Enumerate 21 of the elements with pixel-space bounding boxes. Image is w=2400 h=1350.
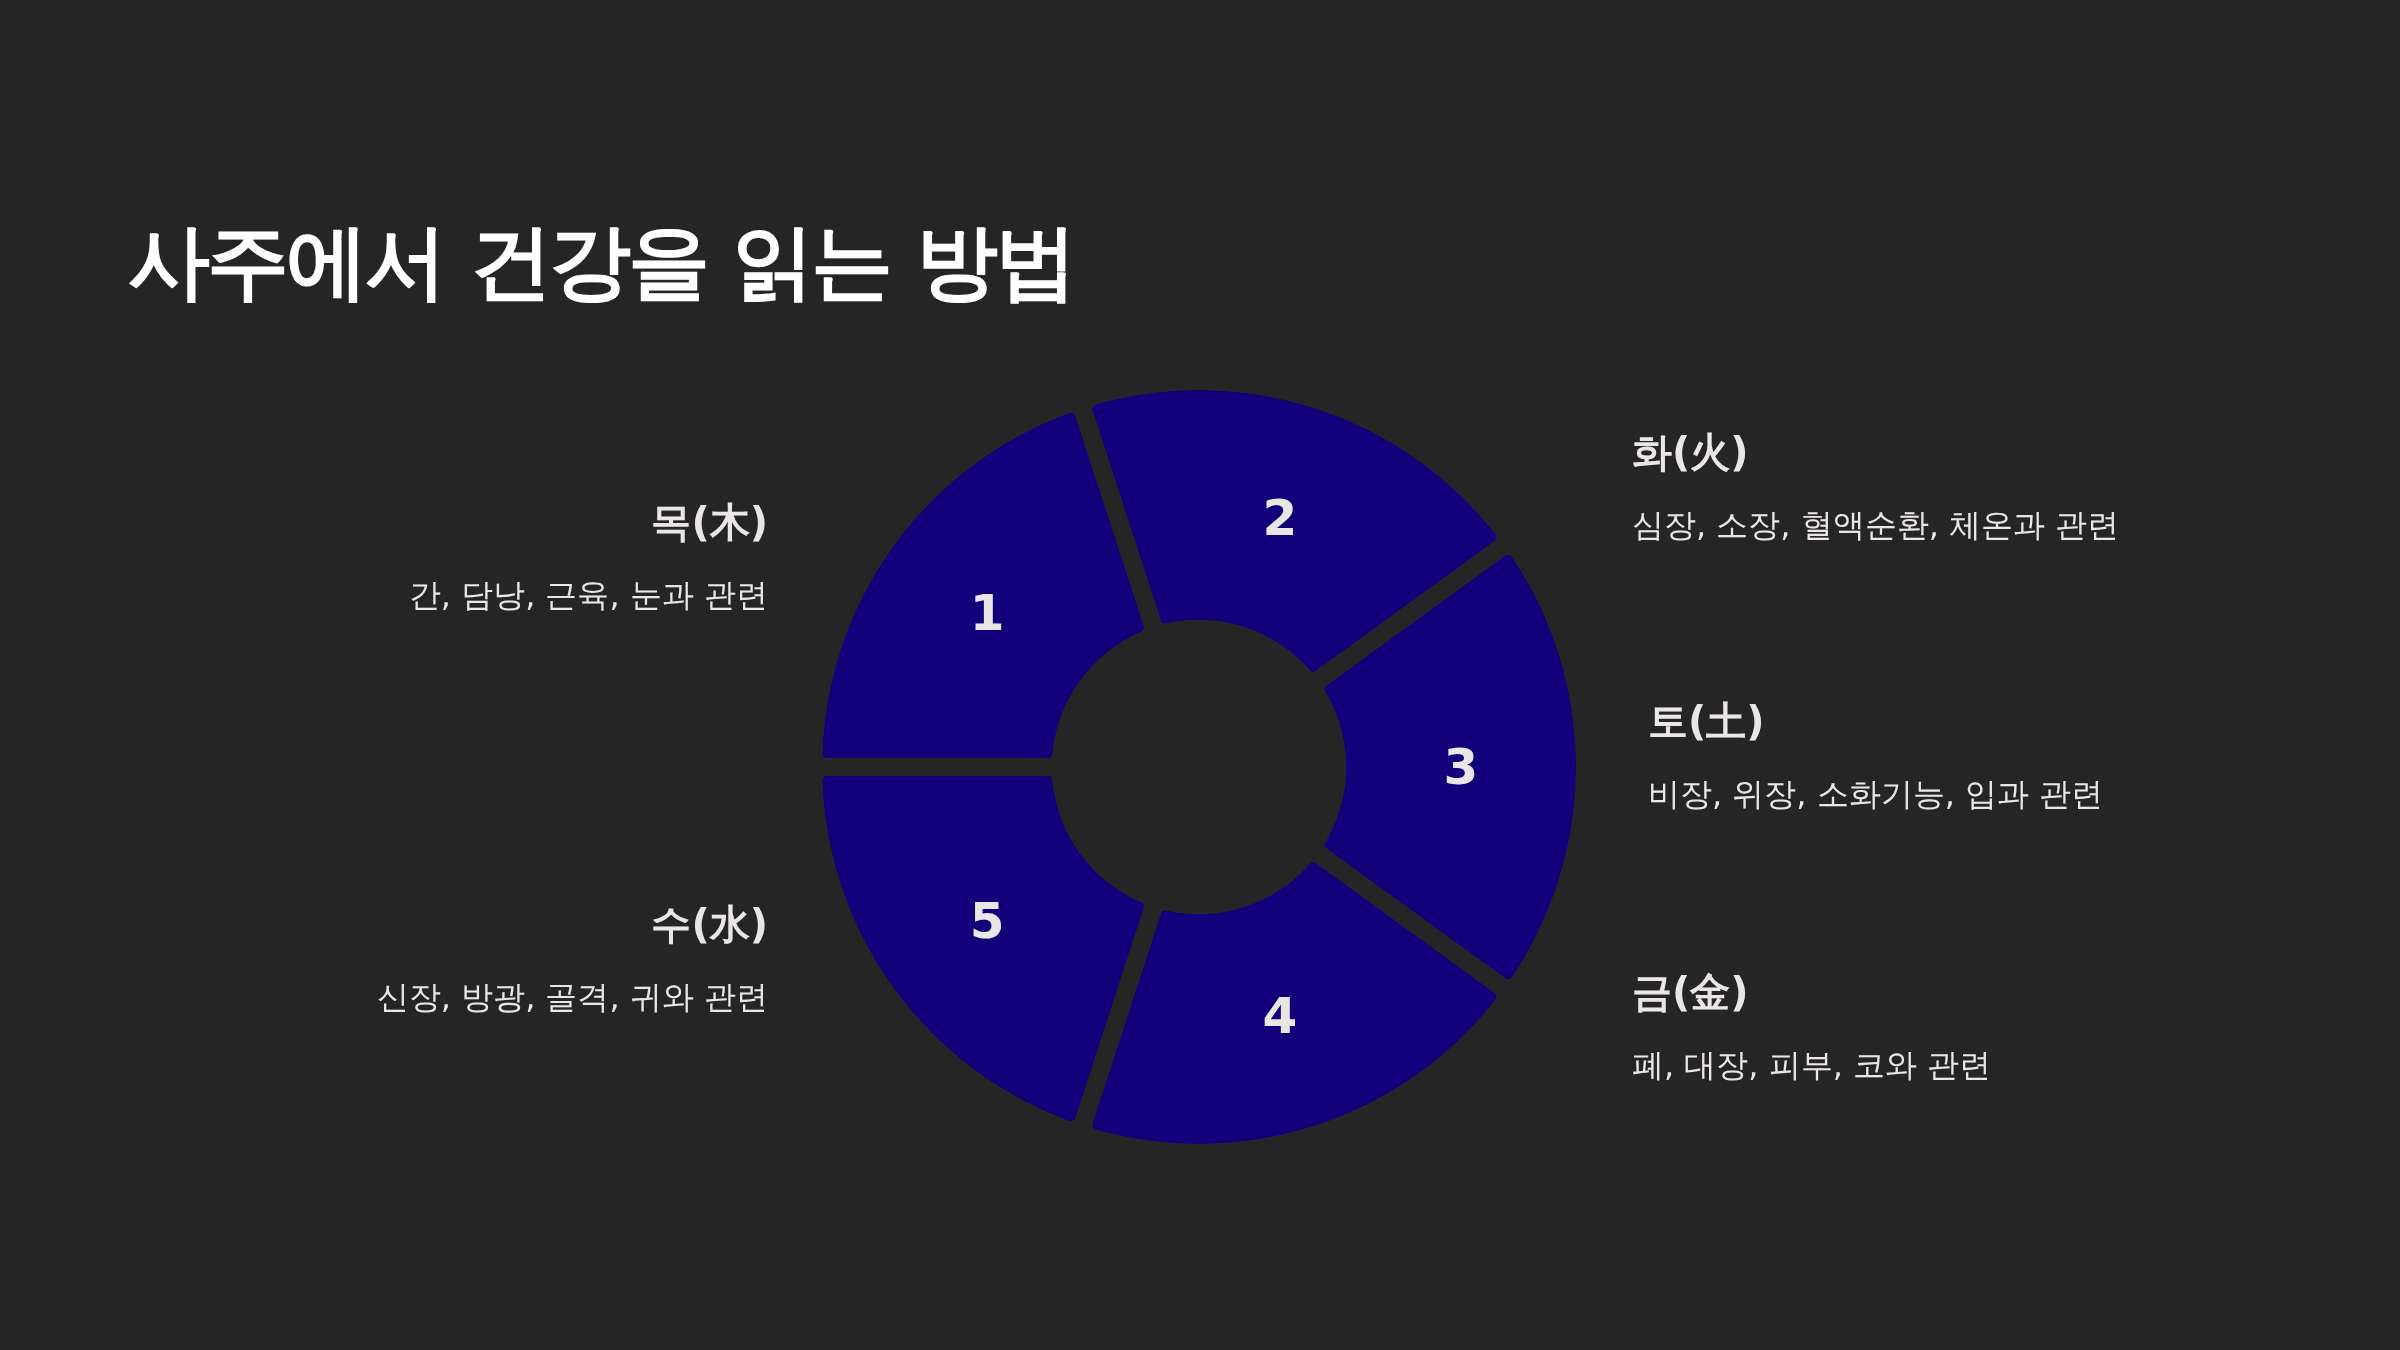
element-heading: 목(木) [651, 498, 768, 546]
segment-number: 2 [1262, 492, 1298, 543]
element-heading: 토(土) [1648, 697, 1765, 745]
ring-segment [1091, 390, 1499, 674]
ring-segment [1091, 860, 1499, 1144]
ring-segment [822, 776, 1146, 1123]
element-description: 심장, 소장, 혈액순환, 체온과 관련 [1632, 506, 2120, 545]
element-description: 간, 담낭, 근육, 눈과 관련 [408, 576, 768, 615]
element-heading: 화(火) [1632, 428, 1749, 476]
ring-segment [822, 411, 1146, 758]
element-description: 폐, 대장, 피부, 코와 관련 [1632, 1046, 1992, 1085]
segment-number: 5 [969, 896, 1005, 946]
element-heading: 금(金) [1632, 968, 1749, 1016]
ring-segment [1322, 552, 1576, 982]
segment-number: 1 [969, 588, 1005, 638]
segment-number: 3 [1443, 742, 1479, 792]
element-description: 비장, 위장, 소화기능, 입과 관련 [1648, 775, 2104, 814]
element-heading: 수(水) [651, 900, 768, 948]
segment-number: 4 [1262, 991, 1298, 1042]
element-description: 신장, 방광, 골격, 귀와 관련 [376, 978, 768, 1017]
title: 사주에서 건강을 읽는 방법 [128, 213, 1074, 311]
